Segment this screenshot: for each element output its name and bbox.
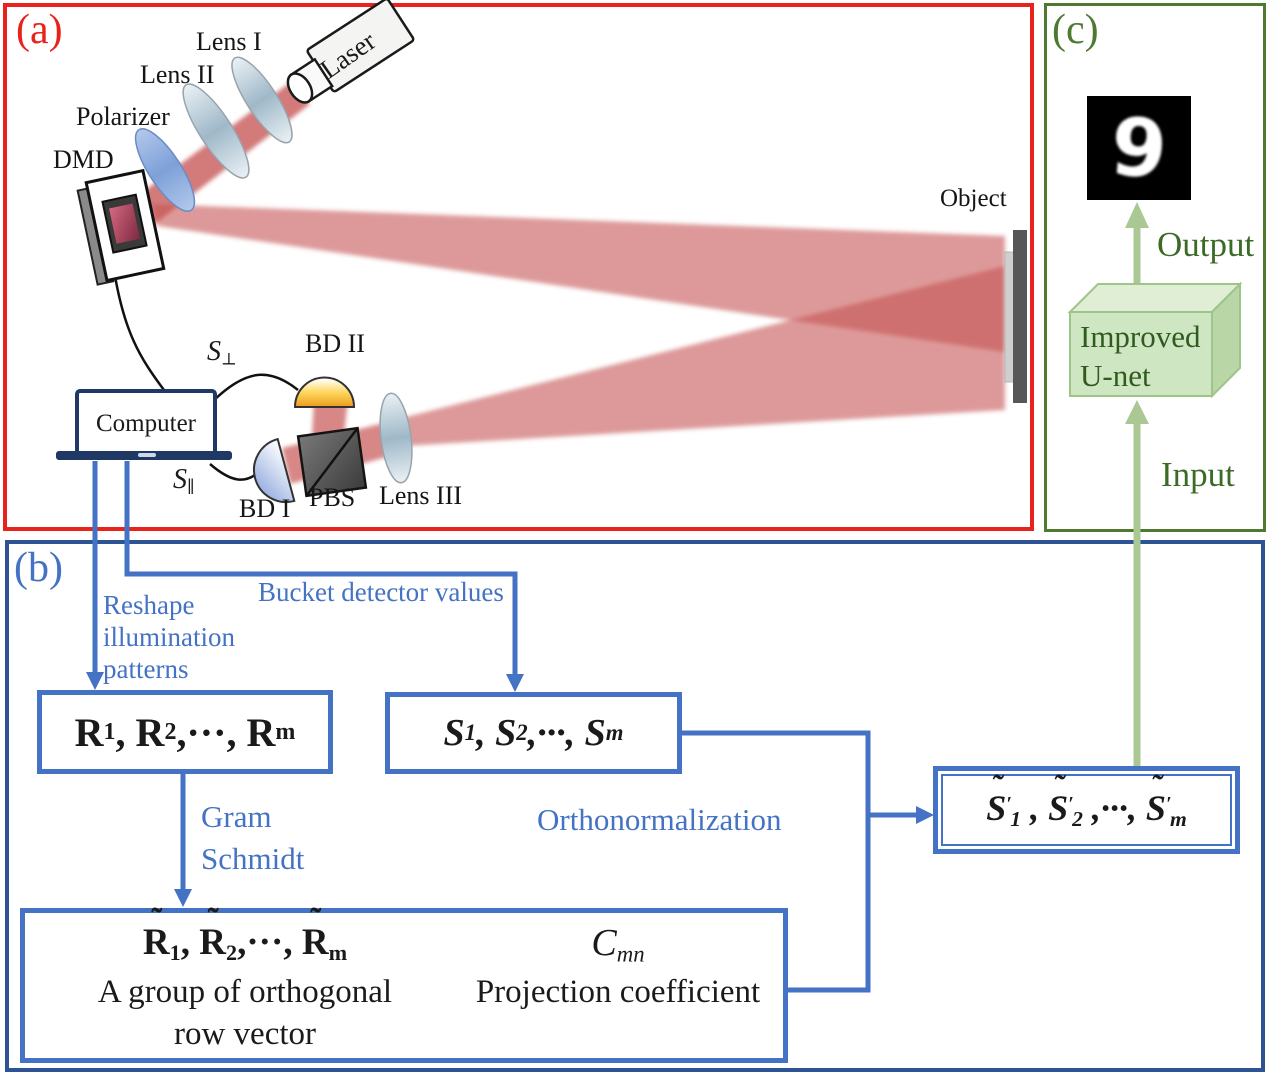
arrowhead-gram xyxy=(174,889,192,907)
s-perp-label: S⊥ xyxy=(207,336,237,369)
ortho-line xyxy=(682,730,871,993)
r-tilde-sequence: ˜R1, ˜R2,···, ˜Rm xyxy=(142,901,348,966)
lens1-glass xyxy=(231,56,293,144)
bucket-line xyxy=(124,461,518,678)
orthogonal-vectors-column: ˜R1, ˜R2,···, ˜Rm A group of orthogonal … xyxy=(35,901,455,1055)
object-plate-dark xyxy=(1013,230,1027,403)
computer-base xyxy=(56,451,232,460)
lens2-glass xyxy=(182,83,250,179)
beam-object-to-lens3 xyxy=(394,266,1005,446)
polarizer-glass xyxy=(134,128,196,212)
reconstructed-digit-image: 9 xyxy=(1087,96,1191,200)
orthogonal-caption-line1: A group of orthogonal xyxy=(97,974,393,1010)
bd1-label: BD I xyxy=(239,494,291,523)
bd1-detector xyxy=(253,437,296,503)
unet-label-line2: U-net xyxy=(1080,358,1151,393)
arrowhead-stbox xyxy=(916,806,934,824)
lens2-label: Lens II xyxy=(140,60,215,89)
panel-a-label: (a) xyxy=(16,7,63,53)
orthonormalization-annotation: Orthonormalization xyxy=(537,802,782,837)
beam-dmd-to-object xyxy=(152,204,1005,352)
reshape-line1: Reshape xyxy=(103,590,195,620)
computer: Computer xyxy=(75,389,217,459)
panel-b-flowchart xyxy=(5,540,1265,1072)
digit-glyph: 9 xyxy=(1107,99,1171,197)
bucket-annotation: Bucket detector values xyxy=(258,577,504,607)
bd2-label: BD II xyxy=(305,329,365,358)
s-par-label: S∥ xyxy=(173,464,195,497)
panel-c-label: (c) xyxy=(1052,7,1099,53)
orthogonal-vectors-box: ˜R1, ˜R2,···, ˜Rm A group of orthogonal … xyxy=(20,901,788,1063)
laser-device xyxy=(286,0,415,104)
unet-label: Improved U-net xyxy=(1080,317,1201,395)
blue-arrowheads xyxy=(86,672,934,907)
reshape-line3: patterns xyxy=(103,654,189,684)
orthonormalized-values-box: ˜S′1 , ˜S′2 ,···, ˜S′m xyxy=(933,766,1240,854)
input-label: Input xyxy=(1161,455,1235,494)
unet-box xyxy=(1067,281,1243,399)
arrowhead-input xyxy=(1125,400,1149,424)
panel-c-unet xyxy=(1044,3,1266,532)
projection-caption: Projection coefficient xyxy=(475,974,761,1010)
gram-line2: Schmidt xyxy=(201,841,305,876)
laser-beams xyxy=(132,84,1005,484)
s-tilde-sequence: ˜S′1 , ˜S′2 ,···, ˜S′m xyxy=(986,768,1187,832)
computer-label: Computer xyxy=(96,410,196,437)
dmd-device xyxy=(76,168,166,286)
reshape-line2: illumination xyxy=(103,622,235,652)
s-par-wire xyxy=(209,463,261,481)
reshape-annotation: Reshape illumination patterns xyxy=(103,589,235,685)
panel-b-label: (b) xyxy=(14,545,63,591)
gram-line1: Gram xyxy=(201,799,272,834)
lens3-label: Lens III xyxy=(379,481,463,510)
pbs-label: PBS xyxy=(309,483,356,512)
dmd-cable xyxy=(112,269,166,391)
computer-trackpad xyxy=(138,453,156,457)
arrowhead-bucket xyxy=(506,674,524,692)
pbs-cube xyxy=(296,426,368,498)
lens1-label: Lens I xyxy=(196,27,262,56)
output-label: Output xyxy=(1157,225,1255,264)
unet-label-line1: Improved xyxy=(1080,319,1201,354)
bd2-detector xyxy=(293,376,356,408)
s-perp-wire xyxy=(209,373,299,405)
dmd-label: DMD xyxy=(53,145,114,174)
projection-coefficient-column: Cmn Projection coefficient xyxy=(455,921,781,1013)
polarizer-label: Polarizer xyxy=(76,102,170,131)
object-label: Object xyxy=(940,185,1007,212)
lens3-glass xyxy=(379,392,413,484)
cmn-symbol: Cmn xyxy=(591,922,645,967)
arrowhead-output xyxy=(1125,202,1149,228)
orthogonal-caption-line2: row vector xyxy=(173,1016,317,1052)
panel-a-optical-setup xyxy=(3,3,1034,531)
arrowhead-reshape xyxy=(86,672,104,690)
gram-schmidt-annotation: Gram Schmidt xyxy=(201,796,304,880)
blue-connectors xyxy=(92,461,920,993)
green-arrowheads xyxy=(1125,202,1149,424)
